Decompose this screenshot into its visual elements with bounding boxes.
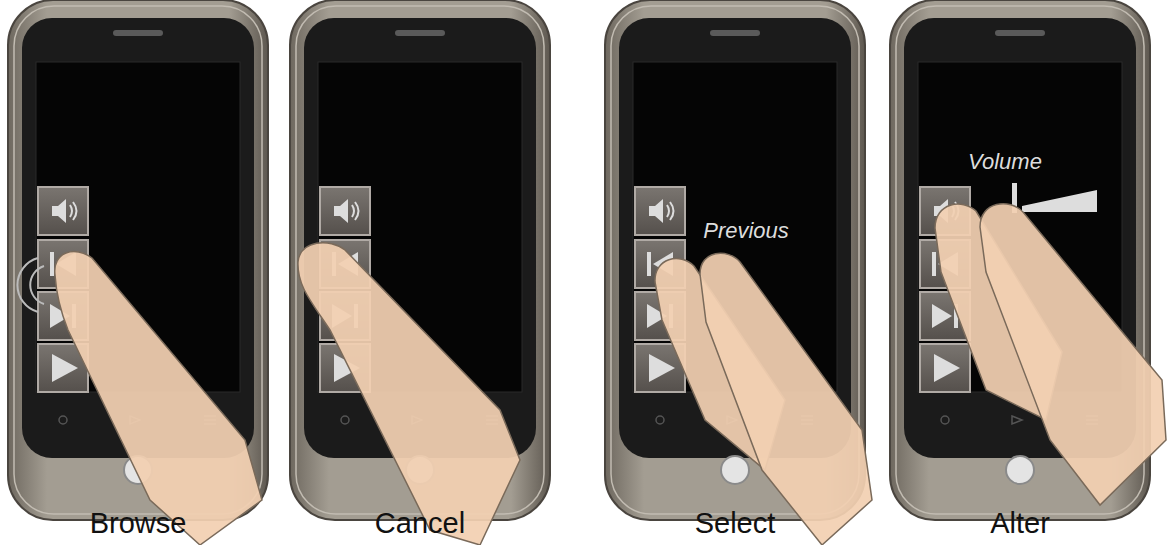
panel-caption: Browse <box>90 507 187 540</box>
panel-caption: Select <box>695 507 776 540</box>
finger <box>55 204 1166 545</box>
screen-label: Volume <box>968 149 1042 175</box>
panel-caption: Alter <box>990 507 1050 540</box>
panel-caption: Cancel <box>375 507 465 540</box>
screen-label: Previous <box>703 218 789 244</box>
volume-bar <box>1012 183 1097 213</box>
browse-ripple <box>17 258 44 312</box>
